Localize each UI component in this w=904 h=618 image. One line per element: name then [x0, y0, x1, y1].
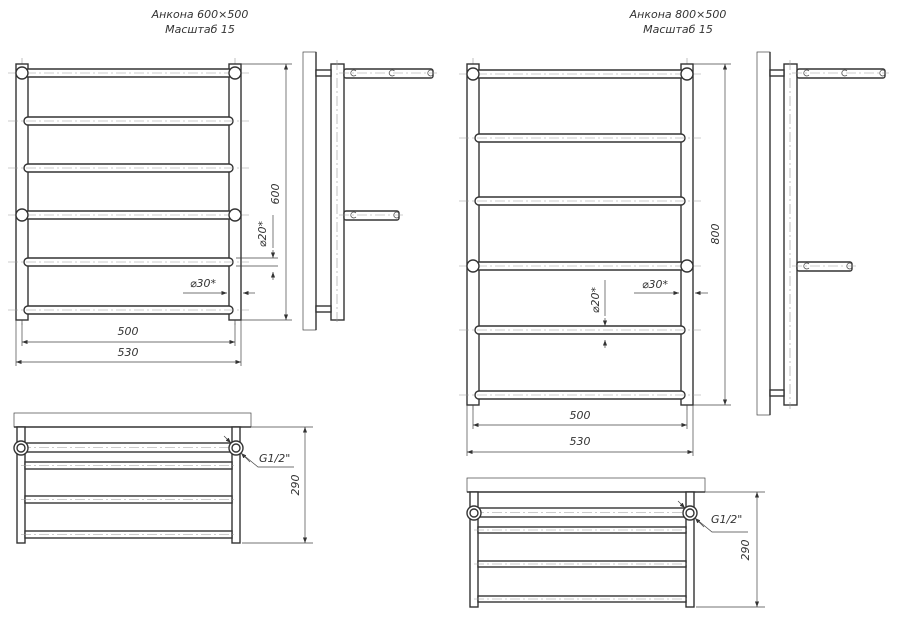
left-post	[466, 63, 480, 406]
drawing-1-title: Анкона 600×500	[151, 8, 249, 21]
drawing-2-depth-dim: 290	[739, 540, 752, 561]
right-post	[680, 63, 694, 406]
top-left-post	[16, 426, 26, 544]
thread-leader	[240, 452, 294, 468]
rail-end-cap	[879, 69, 886, 77]
side-rail-top	[796, 68, 886, 79]
drawing-2-thread-label: G1/2"	[711, 513, 742, 526]
thread-leader	[694, 517, 748, 533]
wall-bracket	[769, 389, 785, 397]
thread-arrow	[223, 435, 232, 444]
wall-hatch	[756, 51, 771, 416]
top-rail	[24, 530, 233, 539]
top-right-post	[231, 426, 241, 544]
right-post	[228, 63, 242, 321]
side-post	[330, 63, 345, 321]
drawing-1-rail-diameter: ⌀20*	[256, 220, 269, 247]
connection-fitting	[228, 66, 242, 80]
top-rail	[24, 442, 233, 453]
drawing-1-height-dim: 600	[269, 184, 282, 205]
wall-hatch	[13, 412, 252, 428]
wall-bracket	[315, 69, 332, 77]
top-rail	[24, 495, 233, 504]
left-post	[15, 63, 29, 321]
top-right-post	[685, 491, 695, 608]
drawing-2-title: Анкона 800×500	[629, 8, 727, 21]
connection-fitting	[680, 259, 694, 273]
rail-end-cap	[803, 69, 810, 77]
drawing-2-height-dim: 800	[709, 224, 722, 245]
inlet-bore	[231, 443, 241, 453]
rail-end-cap	[427, 69, 434, 77]
connection-fitting	[228, 208, 242, 222]
drawing-2-outer-width-dim: 530	[570, 435, 591, 448]
side-post	[783, 63, 798, 406]
drawing-2-inner-width-dim: 500	[570, 409, 591, 422]
side-rail-middle	[343, 210, 400, 221]
drawing-1-thread-label: G1/2"	[259, 452, 290, 465]
rail-end-cap	[803, 262, 810, 270]
connection-fitting	[15, 66, 29, 80]
inlet-bore	[469, 508, 479, 518]
wall-hatch	[466, 477, 706, 493]
connection-fitting	[15, 208, 29, 222]
drawing-2-scale: Масштаб 15	[643, 23, 713, 36]
side-rail-top	[343, 68, 434, 79]
inlet-bore	[685, 508, 695, 518]
rail-end-cap	[350, 211, 357, 219]
connection-fitting	[466, 67, 480, 81]
drawing-1-scale: Масштаб 15	[165, 23, 235, 36]
drawing-2-rail-diameter: ⌀20*	[589, 286, 602, 313]
rail-end-cap	[350, 69, 357, 77]
connection-fitting	[680, 67, 694, 81]
wall-bracket	[315, 305, 332, 313]
drawing-1-depth-dim: 290	[289, 475, 302, 496]
thread-arrow	[677, 500, 686, 509]
drawing-1-outer-width-dim: 530	[118, 346, 139, 359]
side-rail-middle	[796, 261, 853, 272]
drawing-1-post-diameter: ⌀30*	[190, 277, 217, 290]
wall-bracket	[769, 69, 785, 77]
inlet-bore	[16, 443, 26, 453]
top-rail	[24, 461, 233, 470]
top-left-post	[469, 491, 479, 608]
wall-hatch	[302, 51, 317, 331]
drawing-2-post-diameter: ⌀30*	[642, 278, 669, 291]
drawing-1-inner-width-dim: 500	[118, 325, 139, 338]
connection-fitting	[466, 259, 480, 273]
